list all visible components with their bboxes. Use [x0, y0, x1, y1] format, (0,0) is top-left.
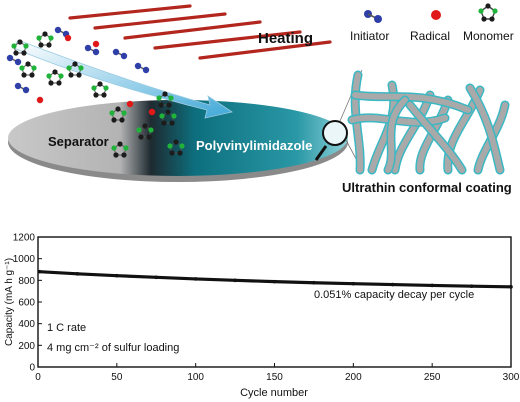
x-tick-label: 200 — [345, 372, 362, 383]
data-point — [37, 269, 42, 274]
capacity-line — [39, 270, 512, 289]
initiator-molecule — [54, 26, 70, 38]
monomer-molecule — [91, 81, 109, 98]
coated-fiber — [347, 113, 450, 127]
data-point — [233, 278, 237, 283]
monomer-molecule — [11, 39, 29, 56]
coated-fiber — [405, 100, 467, 175]
initiator-molecule — [112, 48, 128, 60]
initiator-molecule — [6, 54, 22, 66]
radical-molecule — [64, 34, 72, 42]
coated-fiber — [415, 95, 453, 175]
radical-molecule — [126, 100, 134, 108]
heater-bar — [123, 20, 262, 40]
y-tick-label: 600 — [18, 298, 35, 309]
legend-initiator-label: Initiator — [350, 29, 389, 43]
x-tick-label: 100 — [187, 372, 204, 383]
heater-bars — [68, 4, 332, 60]
radical-icon — [431, 10, 441, 20]
coated-fiber-network — [347, 70, 510, 175]
heating-label: Heating — [258, 30, 313, 47]
y-tick-label: 400 — [18, 319, 35, 330]
molecule-cluster — [6, 26, 185, 158]
monomer-molecule — [66, 61, 84, 78]
coated-fiber — [390, 90, 435, 175]
coated-fiber — [465, 83, 505, 175]
monomer-molecule — [167, 139, 185, 156]
x-tick-label: 50 — [111, 372, 123, 383]
process-arrow — [13, 39, 234, 119]
data-point — [272, 279, 277, 284]
monomer-molecule — [159, 109, 177, 126]
series-capacity — [37, 269, 513, 289]
initiator-molecule — [134, 62, 150, 74]
x-axis: 0 50 100 150 200 250 300 — [35, 363, 520, 383]
coating-label: Polyvinylimidazole — [196, 138, 312, 153]
radical-molecule — [36, 96, 44, 104]
monomer-molecule — [109, 106, 127, 123]
legend: Initiator Radical Monomer — [350, 3, 514, 43]
y-tick-label: 1200 — [13, 233, 36, 244]
data-point — [193, 277, 198, 281]
data-point — [75, 272, 80, 276]
data-point — [390, 282, 395, 287]
separator-label: Separator — [48, 134, 109, 149]
coated-fiber — [383, 95, 410, 175]
x-tick-label: 0 — [35, 372, 41, 383]
initiator-icon — [364, 10, 382, 23]
capacity-chart: 0 200 400 600 800 1000 1200 0 50 100 150 200 250 300… — [4, 233, 520, 400]
x-tick-label: 150 — [266, 372, 283, 383]
monomer-molecule — [156, 91, 174, 108]
x-tick-label: 250 — [424, 372, 441, 383]
y-tick-label: 200 — [18, 341, 35, 352]
monomer-molecule — [19, 61, 37, 78]
y-tick-label: 800 — [18, 276, 35, 287]
y-tick-label: 1000 — [13, 254, 36, 265]
initiator-molecule — [84, 44, 100, 56]
loading-annotation: 4 mg cm⁻² of sulfur loading — [47, 342, 179, 354]
data-point — [469, 284, 474, 288]
data-point — [154, 275, 159, 280]
monomer-molecule — [36, 31, 54, 48]
monomer-molecule — [111, 141, 129, 158]
y-axis-label: Capacity (mA h g⁻¹) — [4, 258, 15, 346]
coated-fiber — [350, 70, 365, 175]
rate-annotation: 1 C rate — [47, 322, 86, 334]
y-tick-label: 0 — [29, 363, 35, 374]
decay-annotation: 0.051% capacity decay per cycle — [314, 289, 474, 301]
data-point — [312, 280, 316, 285]
heater-bar — [153, 30, 302, 50]
legend-monomer-label: Monomer — [463, 29, 514, 43]
y-axis: 0 200 400 600 800 1000 1200 — [13, 233, 42, 374]
data-point — [115, 273, 119, 278]
heater-bar — [68, 4, 192, 20]
data-point — [430, 283, 434, 288]
data-point — [509, 285, 513, 289]
heater-bar — [93, 12, 227, 30]
monomer-molecule — [46, 69, 64, 86]
x-axis-label: Cycle number — [240, 387, 308, 399]
monomer-molecule — [136, 123, 154, 140]
radical-molecule — [92, 40, 100, 48]
x-tick-label: 300 — [503, 372, 520, 383]
legend-radical-label: Radical — [410, 29, 450, 43]
inset-caption: Ultrathin conformal coating — [342, 180, 512, 195]
data-point — [351, 281, 356, 286]
monomer-icon — [478, 3, 498, 22]
heater-bar — [198, 40, 332, 60]
radical-molecule — [148, 108, 156, 116]
initiator-molecule — [14, 82, 30, 94]
